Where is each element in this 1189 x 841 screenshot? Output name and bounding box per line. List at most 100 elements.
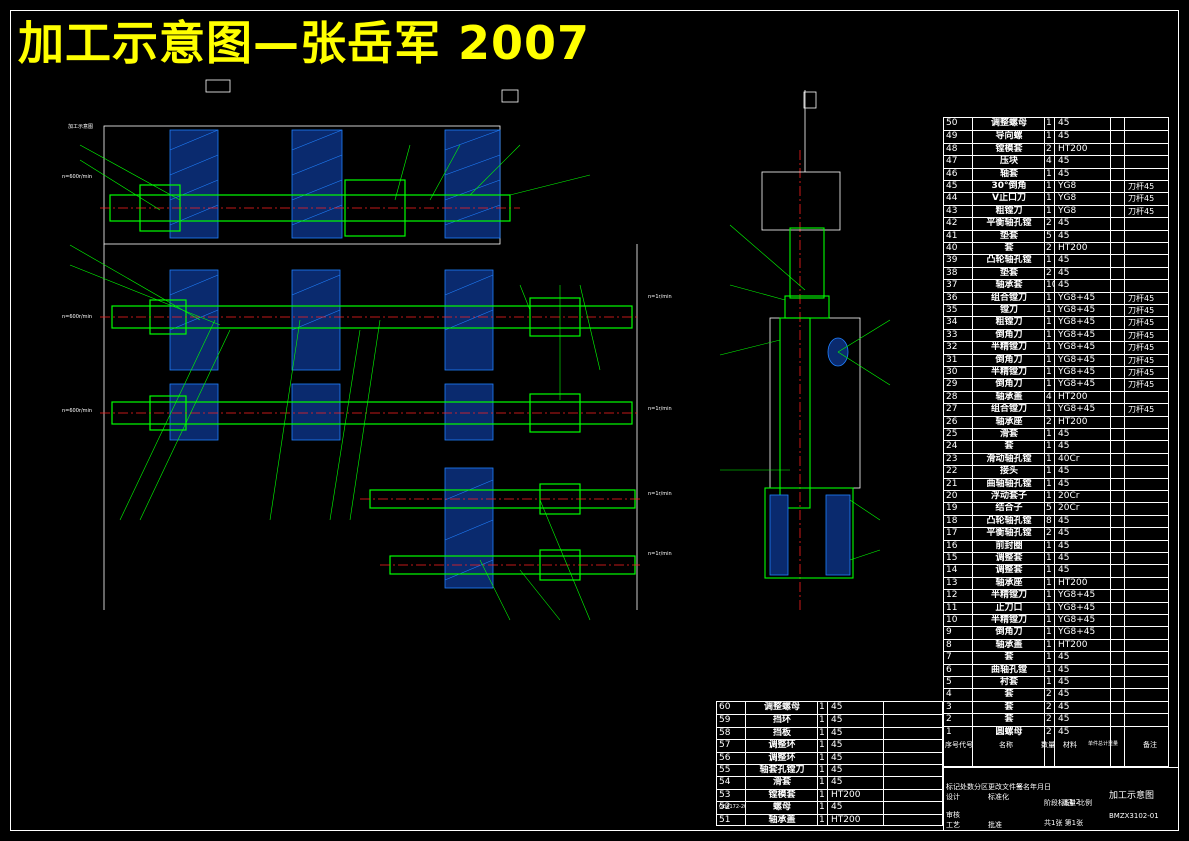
bom-header-name: 名称 — [999, 741, 1013, 749]
bom-cell-no: 17 — [946, 528, 958, 539]
bom-cell-qty: 10 — [1046, 280, 1054, 291]
bom-cell-code: GB6172-2000 — [719, 804, 745, 811]
label-8: n=1r/min — [648, 551, 672, 557]
bom-cell-mat: YG8+45 — [1058, 342, 1096, 353]
bom-cell-mat: 45 — [1058, 156, 1070, 167]
bom-cell-name: 轴套 — [999, 168, 1018, 179]
hatch-lines — [169, 129, 501, 581]
bom-cell-no: 42 — [946, 218, 958, 229]
bom-cell-name: 调整环 — [768, 752, 796, 763]
bom-cell-name: 结合子 — [995, 503, 1023, 514]
bom-cell-qty: 1 — [1046, 615, 1052, 625]
bom-cell-no: 23 — [946, 453, 958, 464]
bom-cell-qty: 1 — [819, 715, 825, 726]
section-leaders — [719, 224, 891, 561]
bom-cell-qty: 1 — [1046, 118, 1052, 128]
bom-cell-qty: 1 — [1046, 453, 1052, 464]
centerlines — [100, 150, 801, 610]
bom-cell-name: 轴承座 — [995, 416, 1023, 427]
bom-cell-qty: 1 — [1046, 429, 1052, 439]
bom-cell-name: 轴承盖 — [995, 391, 1023, 402]
bom-cell-name: 套 — [1004, 701, 1014, 712]
bom-header-mat: 材料 — [1063, 741, 1077, 749]
bom-cell-qty: 1 — [1046, 652, 1052, 663]
bom-cell-name: 滑套 — [999, 429, 1018, 439]
spindle-2-end — [529, 297, 581, 337]
bom-cell-name: 调整螺母 — [763, 702, 800, 712]
bom-cell-name: 倒角刀 — [995, 329, 1023, 340]
bom-cell-name: 调整螺母 — [990, 118, 1027, 128]
bom-cell-mat: YG8 — [1058, 205, 1077, 216]
section-nut — [784, 295, 830, 319]
bom-cell-name: 轴承盖 — [995, 639, 1023, 650]
bom-cell-qty: 1 — [1046, 664, 1052, 675]
bom-cell-qty: 1 — [819, 765, 825, 775]
bom-cell-mat: YG8+45 — [1058, 379, 1096, 390]
bom-cell-name: 垫套 — [999, 230, 1018, 241]
bom-cell-qty: 1 — [1046, 292, 1052, 303]
bom-cell-mat: 45 — [831, 715, 843, 726]
bom-cell-mat: HT200 — [831, 789, 861, 800]
bom-cell-note: 刀杆45 — [1128, 306, 1155, 315]
title-block-label-13: 批准 — [988, 821, 1002, 829]
bom-cell-name: 半精镗刀 — [990, 367, 1027, 377]
bom-cell-name: 套 — [1004, 441, 1014, 452]
bom-cell-qty: 4 — [1046, 391, 1052, 402]
bom-cell-name: 套 — [1004, 243, 1014, 253]
bom-cell-name: 挡板 — [772, 727, 791, 738]
bom-cell-qty: 1 — [1046, 367, 1052, 377]
bom-cell-mat: 45 — [1058, 689, 1070, 700]
bom-cell-qty: 1 — [1046, 404, 1052, 415]
bom-cell-no: 7 — [946, 652, 952, 663]
title-block: 加工示意图 BMZX3102-01 1:2 共1张 第1张 标记 处数 分区 更… — [943, 767, 1179, 831]
bom-cell-no: 46 — [946, 168, 958, 179]
title-block-label-8: 阶段标记 — [1044, 799, 1072, 807]
bom-cell-name: 垫套 — [999, 267, 1018, 278]
bom-cell-name: 调整套 — [995, 565, 1023, 576]
bom-cell-mat: 45 — [831, 802, 843, 813]
bom-cell-qty: 1 — [819, 814, 825, 825]
bom-cell-qty: 1 — [1046, 441, 1052, 452]
bom-cell-name: 倒角刀 — [995, 627, 1023, 638]
bom-cell-mat: 45 — [1058, 565, 1070, 576]
bom-cell-mat: HT200 — [1058, 639, 1088, 650]
bom-right-header: 序号 代号 名称 数量 材料 单件总计重量 备注 — [943, 740, 1169, 754]
bom-cell-mat: YG8+45 — [1058, 367, 1096, 377]
bom-cell-mat: YG8+45 — [1058, 602, 1096, 613]
bom-cell-no: 22 — [946, 466, 958, 477]
bom-cell-qty: 1 — [1046, 553, 1052, 563]
bom-cell-no: 53 — [719, 789, 731, 800]
bom-cell-qty: 2 — [1046, 267, 1052, 278]
bom-cell-no: 4 — [946, 689, 952, 700]
bom-cell-name: 螺母 — [772, 802, 791, 813]
section-spindle — [789, 227, 825, 299]
bom-cell-qty: 1 — [1046, 540, 1052, 551]
bom-cell-name: 滑动轴孔镗 — [986, 453, 1032, 464]
bom-cell-mat: YG8+45 — [1058, 329, 1096, 340]
bom-cell-qty: 2 — [1046, 143, 1052, 154]
bom-cell-name: 挡环 — [772, 715, 791, 726]
bom-cell-note: 刀杆45 — [1128, 293, 1155, 303]
bom-cell-qty: 1 — [1046, 478, 1052, 489]
bom-cell-qty: 1 — [819, 702, 825, 712]
bom-cell-qty: 2 — [1046, 416, 1052, 427]
bom-cell-mat: YG8+45 — [1058, 305, 1096, 315]
bom-cell-mat: YG8+45 — [1058, 615, 1096, 625]
bom-cell-mat: 45 — [1058, 553, 1070, 563]
bom-cell-mat: 45 — [1058, 528, 1070, 539]
bom-cell-name: 衬套 — [999, 677, 1018, 687]
bom-cell-qty: 1 — [1046, 565, 1052, 576]
